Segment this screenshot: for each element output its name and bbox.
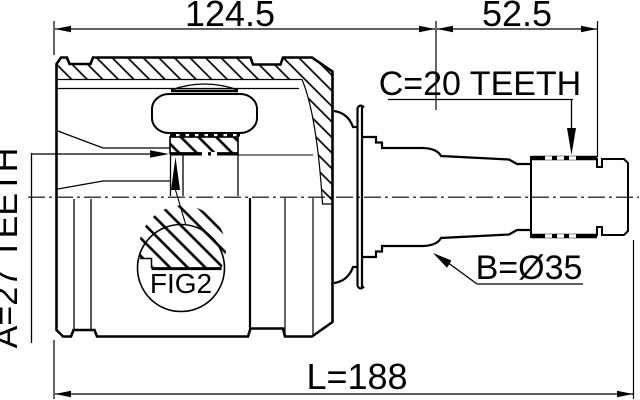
inner-spline-text: A=27 TEETH xyxy=(0,148,25,349)
fig2-label: FIG2 xyxy=(150,268,212,299)
race-tick-2 xyxy=(211,152,217,156)
label-outer-spline: C=20 TEETH xyxy=(379,65,582,155)
shaft-profile xyxy=(362,135,629,259)
bore-cone xyxy=(57,130,170,190)
dim-124-5-label: 124.5 xyxy=(185,0,275,34)
dim-52-5: 52.5 xyxy=(437,0,599,157)
housing-wall-hatch xyxy=(57,57,333,204)
detail-arrow-up xyxy=(171,157,180,190)
race-tick-1 xyxy=(202,152,208,156)
lower-track-walls xyxy=(73,198,314,337)
spline-ticks xyxy=(545,156,576,238)
cage-lens xyxy=(170,83,239,91)
dim-overall-length: L=188 xyxy=(53,240,635,399)
label-inner-spline: A=27 TEETH xyxy=(0,148,169,349)
detail-circle: FIG2 xyxy=(136,157,226,313)
detail-hatch-area xyxy=(138,205,226,268)
label-shaft-diameter: B=Ø35 xyxy=(433,249,583,287)
race-stub-walls xyxy=(169,155,239,196)
ball xyxy=(151,93,258,134)
shaft-diameter-text: B=Ø35 xyxy=(476,249,583,287)
housing-wall-inner-curve xyxy=(301,79,333,205)
dim-52-5-label: 52.5 xyxy=(482,0,552,34)
dim-overall-label: L=188 xyxy=(306,356,407,397)
dim-124-5: 124.5 xyxy=(53,0,437,110)
inner-race xyxy=(169,136,239,155)
outer-spline-text: C=20 TEETH xyxy=(379,65,582,103)
